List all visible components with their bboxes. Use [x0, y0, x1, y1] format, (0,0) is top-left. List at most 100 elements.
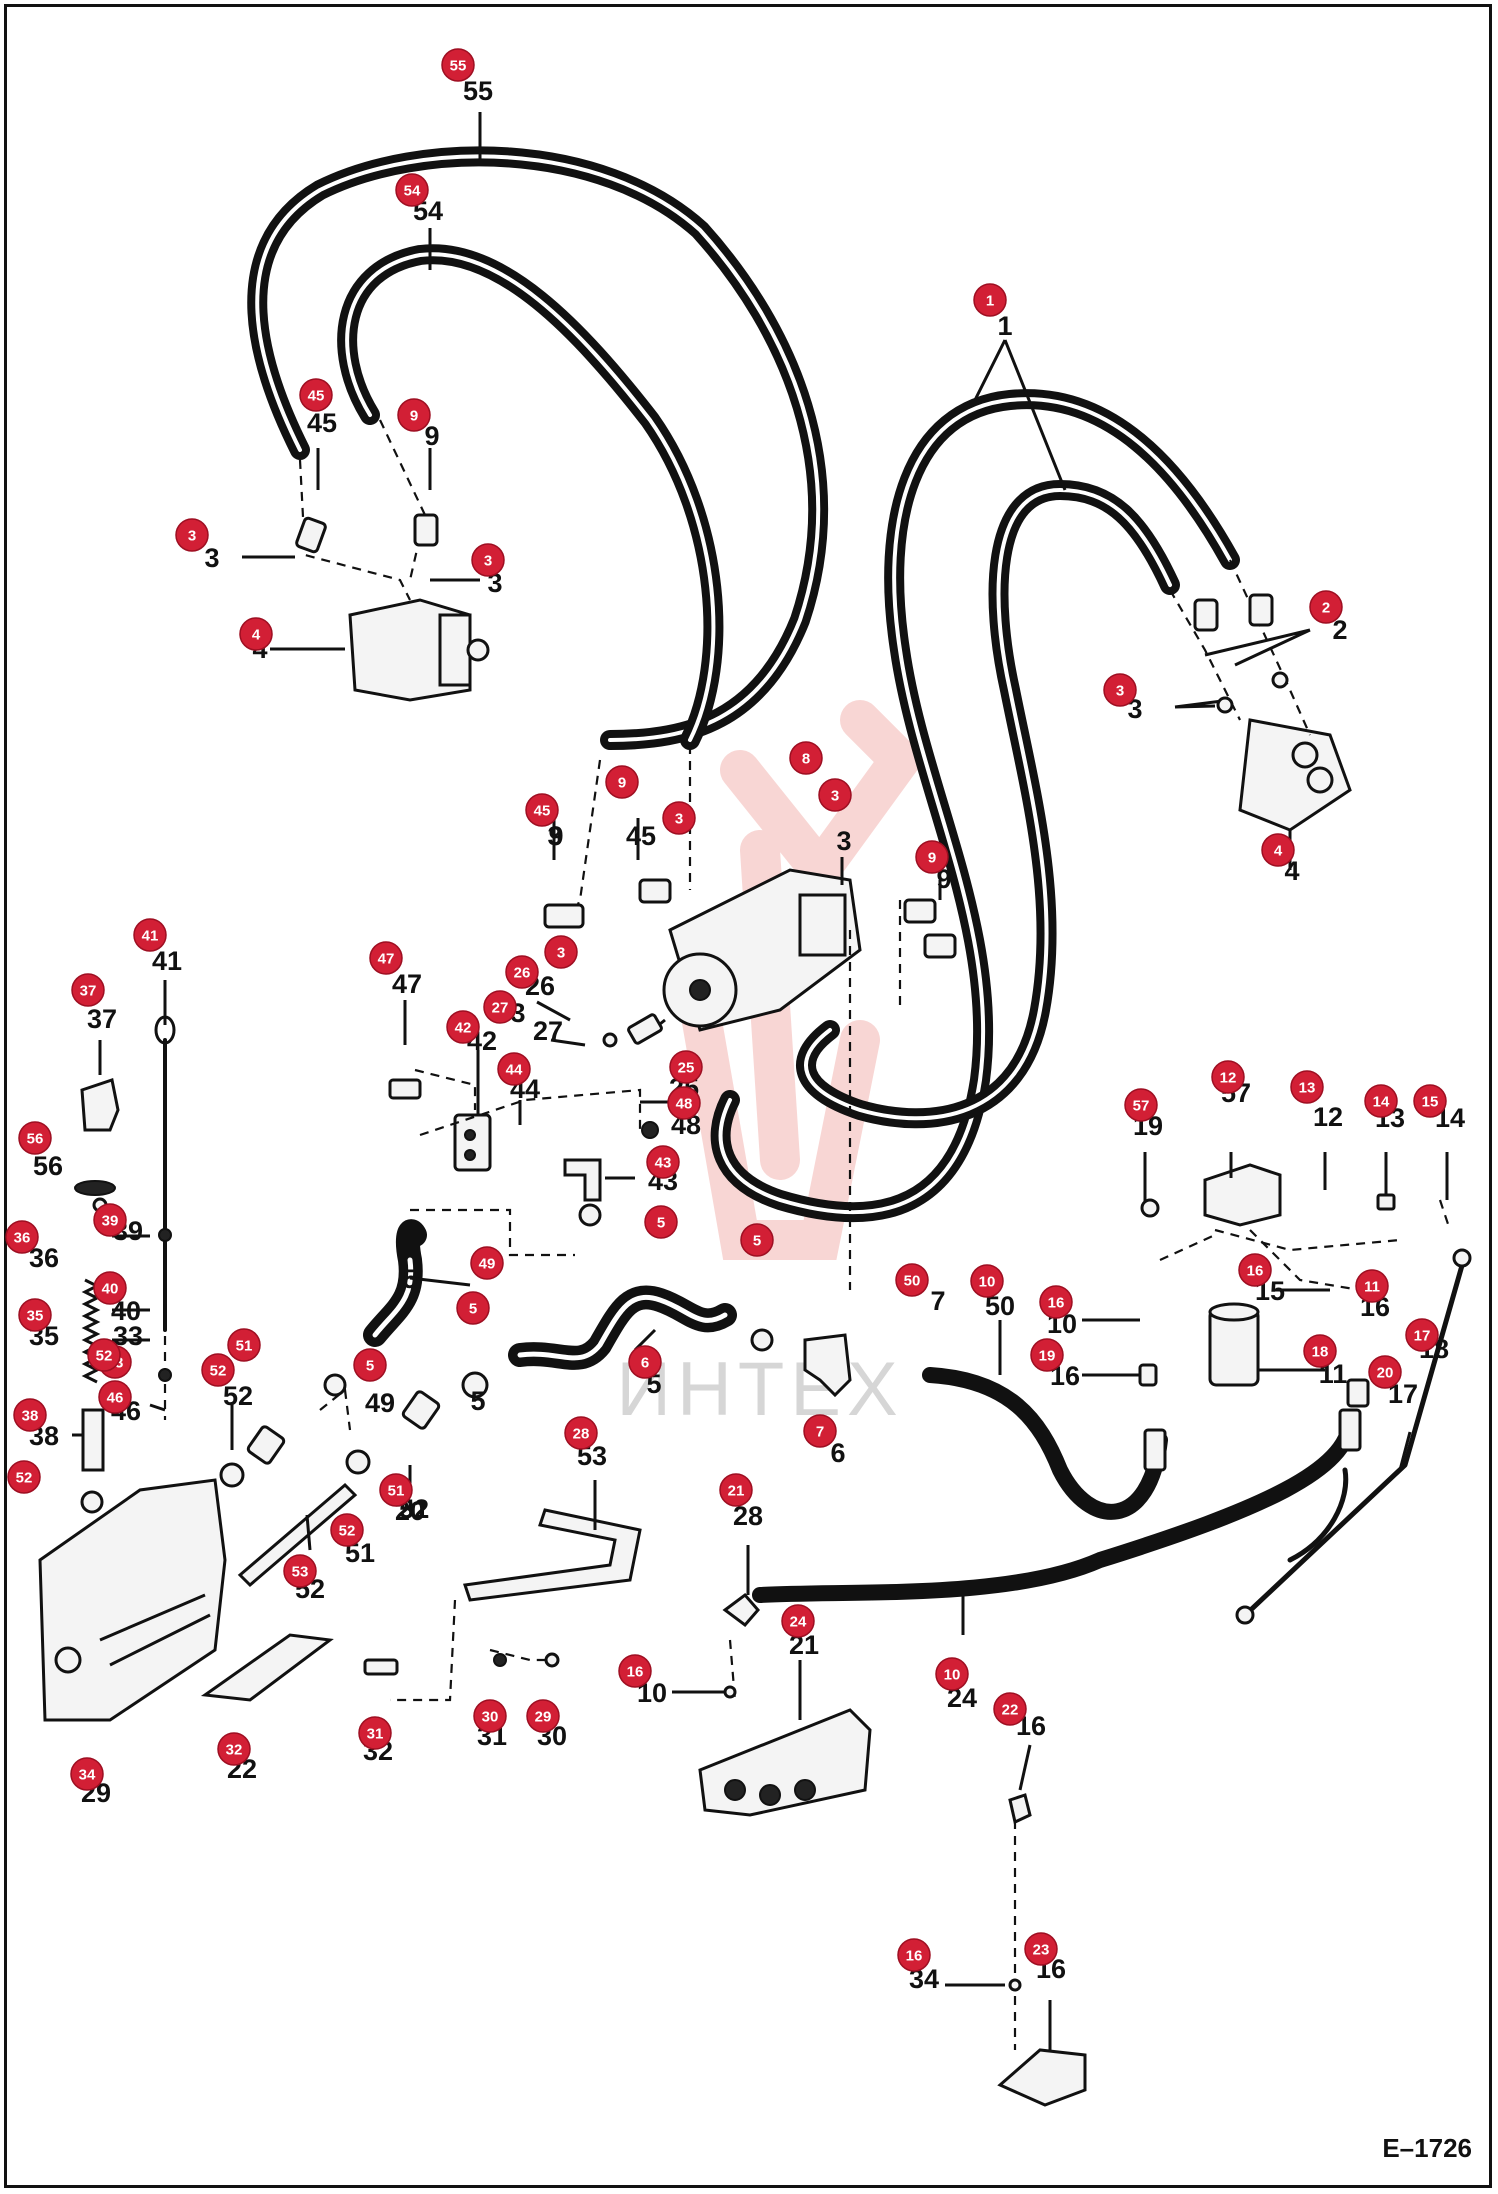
- callout-7: 7: [803, 1414, 837, 1448]
- callout-label: 55: [450, 58, 467, 75]
- callout-36: 36: [5, 1220, 39, 1254]
- callout-marker: [7, 1460, 41, 1494]
- callout-marker: [1405, 1318, 1439, 1352]
- callout-marker: [456, 1291, 490, 1325]
- callout-marker: [605, 765, 639, 799]
- part-number-1: 1: [997, 311, 1012, 341]
- callout-34: 34: [70, 1757, 104, 1791]
- callout-45: 45: [525, 793, 559, 827]
- callout-label: 12: [1220, 1070, 1237, 1087]
- callout-label: 34: [79, 1767, 96, 1784]
- callout-marker: [973, 283, 1007, 317]
- callout-label: 36: [14, 1230, 31, 1247]
- callout-label: 52: [16, 1470, 33, 1487]
- callout-3: 3: [818, 778, 852, 812]
- callout-12: 12: [1211, 1060, 1245, 1094]
- callout-label: 3: [1116, 683, 1124, 700]
- callout-marker: [1364, 1084, 1398, 1118]
- callout-label: 3: [675, 811, 683, 828]
- callout-marker: [915, 840, 949, 874]
- callout-5: 5: [456, 1291, 490, 1325]
- callout-label: 49: [479, 1256, 496, 1273]
- callout-marker: [628, 1345, 662, 1379]
- part-number-5: 5: [402, 1264, 417, 1294]
- callout-28: 28: [564, 1416, 598, 1450]
- callout-4: 4: [239, 617, 273, 651]
- callout-31: 31: [358, 1716, 392, 1750]
- callout-label: 3: [831, 788, 839, 805]
- strainer-38: [81, 1408, 105, 1472]
- callout-marker: [895, 1263, 929, 1297]
- callout-marker: [133, 918, 167, 952]
- hose-10-upper: [922, 1367, 1168, 1520]
- control-valve-24: [698, 1708, 872, 1817]
- callout-43: 43: [646, 1145, 680, 1179]
- callout-marker: [1303, 1334, 1337, 1368]
- hose-1-outer: [710, 389, 1240, 1223]
- callout-label: 26: [514, 965, 531, 982]
- callout-marker: [227, 1328, 261, 1362]
- callout-17: 17: [1405, 1318, 1439, 1352]
- callout-marker: [781, 1604, 815, 1638]
- callout-8: 8: [789, 741, 823, 775]
- callout-37: 37: [71, 973, 105, 1007]
- callout-9: 9: [397, 398, 431, 432]
- callout-label: 2: [1322, 600, 1330, 617]
- part-number-49: 49: [365, 1388, 395, 1418]
- callout-10: 10: [935, 1657, 969, 1691]
- callout-label: 25: [678, 1060, 695, 1077]
- callout-label: 16: [627, 1664, 644, 1681]
- hose-10-lower: [752, 1412, 1358, 1603]
- motor-4-right: [1238, 718, 1352, 832]
- callout-marker: [1024, 1932, 1058, 1966]
- watermark-text: ИНТЕХ: [616, 1347, 903, 1432]
- callout-label: 6: [641, 1355, 649, 1372]
- callout-18: 18: [1303, 1334, 1337, 1368]
- callout-49: 49: [470, 1246, 504, 1280]
- callout-label: 45: [308, 388, 325, 405]
- callout-10: 10: [970, 1264, 1004, 1298]
- callout-marker: [818, 778, 852, 812]
- callout-marker: [789, 741, 823, 775]
- callout-marker: [719, 1473, 753, 1507]
- part-number-47: 47: [392, 969, 422, 999]
- callout-label: 9: [410, 408, 418, 425]
- callout-label: 30: [482, 1709, 499, 1726]
- hose-54: [337, 244, 724, 750]
- hose-1-inner: [796, 480, 1180, 1129]
- callout-42: 42: [446, 1010, 480, 1044]
- callout-11: 11: [1355, 1269, 1389, 1303]
- callout-3: 3: [1103, 673, 1137, 707]
- strainer-53: [237, 1482, 358, 1588]
- callout-label: 29: [535, 1709, 552, 1726]
- callout-5: 5: [353, 1348, 387, 1382]
- callout-25: 25: [669, 1050, 703, 1084]
- callout-marker: [379, 1473, 413, 1507]
- callout-label: 16: [1048, 1295, 1065, 1312]
- valve-42: [453, 1113, 492, 1172]
- callout-57: 57: [1124, 1088, 1158, 1122]
- callout-marker: [1355, 1269, 1389, 1303]
- callout-label: 46: [107, 1390, 124, 1407]
- callout-label: 28: [573, 1426, 590, 1443]
- part-number-45: 45: [307, 408, 337, 438]
- callout-2: 2: [1309, 590, 1343, 624]
- callout-23: 23: [1024, 1932, 1058, 1966]
- callout-marker: [395, 173, 429, 207]
- callout-label: 20: [1377, 1365, 1394, 1382]
- callout-6: 6: [628, 1345, 662, 1379]
- pump-8: [662, 868, 862, 1032]
- callout-label: 31: [367, 1726, 384, 1743]
- callout-marker: [369, 941, 403, 975]
- bracket-28: [463, 1508, 642, 1602]
- callout-marker: [470, 1246, 504, 1280]
- part-number-9: 9: [548, 821, 563, 851]
- callout-marker: [283, 1554, 317, 1588]
- callout-marker: [669, 1050, 703, 1084]
- callout-marker: [505, 955, 539, 989]
- callout-marker: [1030, 1338, 1064, 1372]
- part-number-12: 12: [1313, 1102, 1343, 1132]
- callout-label: 10: [979, 1274, 996, 1291]
- breather-cap-37: [80, 1078, 120, 1132]
- callout-label: 3: [484, 553, 492, 570]
